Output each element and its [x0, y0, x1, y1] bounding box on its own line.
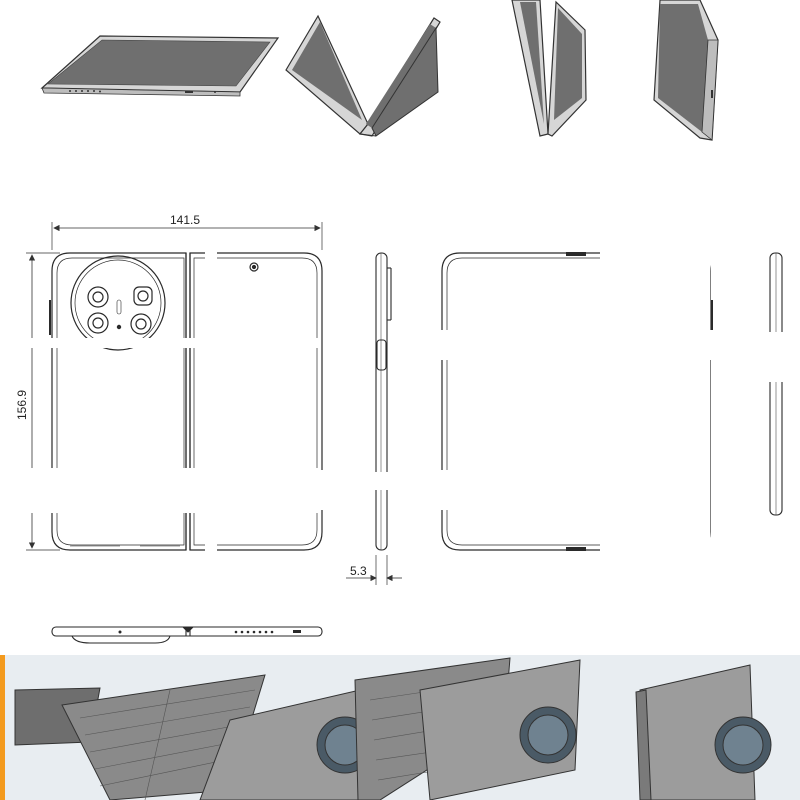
bottom-renders	[0, 655, 800, 800]
side-right-gaps	[760, 332, 790, 382]
thickness-label: 5.3	[350, 564, 367, 578]
render-open-back-left	[14, 674, 374, 800]
render-open-back-middle	[354, 657, 581, 800]
bottom-edge-view	[51, 626, 323, 644]
render-closed-back-right	[635, 664, 772, 800]
folded-side-view	[375, 252, 392, 551]
render-v-fold-phone	[285, 14, 441, 137]
thickness-dimension: 5.3	[346, 555, 402, 585]
side-gaps	[368, 472, 398, 490]
technical-drawing: 141.5 156.9	[0, 150, 800, 655]
render-flat-phone	[40, 35, 280, 97]
render-standing-phone	[511, 0, 587, 137]
accent-strip	[0, 655, 5, 800]
width-label: 141.5	[170, 213, 200, 227]
height-label: 156.9	[15, 390, 29, 420]
open-side-view	[769, 252, 783, 516]
width-dimension: 141.5	[51, 213, 323, 250]
top-renders	[0, 0, 800, 150]
render-closed-phone-angle	[653, 0, 719, 141]
drawing-gaps	[20, 250, 326, 555]
inner-gaps	[430, 250, 720, 555]
